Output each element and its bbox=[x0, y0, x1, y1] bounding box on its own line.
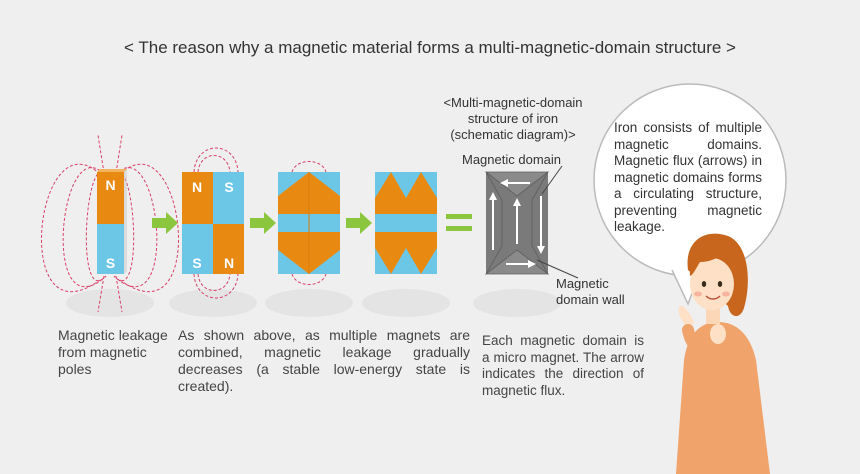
caption-single-magnet: Magnetic leakage from magnetic poles bbox=[58, 327, 168, 377]
floor-shadow bbox=[473, 289, 561, 317]
field-lines-closure bbox=[291, 161, 327, 285]
field-lines-single-magnet bbox=[41, 134, 179, 313]
pole-label-north: N bbox=[192, 179, 202, 195]
iron-domain-schematic bbox=[484, 171, 550, 275]
closure-domain-block bbox=[278, 172, 340, 274]
inset-title-line: (schematic diagram)> bbox=[450, 127, 576, 142]
pole-label-south: S bbox=[106, 255, 115, 271]
multi-domain-block bbox=[375, 172, 437, 274]
label-magnetic-domain: Magnetic domain bbox=[462, 152, 561, 167]
label-domain-wall-line: Magnetic bbox=[556, 276, 609, 291]
label-domain-wall-line: domain wall bbox=[556, 292, 625, 307]
process-arrow-icon bbox=[346, 212, 372, 234]
floor-shadow bbox=[265, 289, 353, 317]
single-bar-magnet: N S bbox=[97, 169, 127, 274]
inset-title-line: <Multi-magnetic-domain bbox=[443, 95, 583, 110]
field-lines-combined-magnets bbox=[193, 147, 239, 299]
process-arrow-icon bbox=[152, 212, 178, 234]
pointer-line-wall bbox=[536, 259, 579, 279]
inset-title: <Multi-magnetic-domain structure of iron… bbox=[418, 95, 608, 143]
pole-label-south: S bbox=[224, 179, 233, 195]
pole-label-north: N bbox=[224, 255, 234, 271]
woman-illustration bbox=[676, 233, 770, 474]
floor-shadow bbox=[169, 289, 257, 317]
speech-bubble-text: Iron consists of multiple magnetic domai… bbox=[614, 120, 762, 234]
pole-label-north: N bbox=[105, 177, 115, 193]
inset-title-line: structure of iron bbox=[467, 111, 559, 126]
floor-shadow bbox=[66, 289, 154, 317]
floor-shadow bbox=[362, 289, 450, 317]
pole-label-south: S bbox=[192, 255, 201, 271]
caption-magnetic-domain: Each magnetic domain is a micro magnet. … bbox=[482, 333, 644, 398]
label-domain-wall: Magnetic domain wall bbox=[556, 276, 666, 308]
combined-magnets-pair: N S S N bbox=[182, 172, 244, 274]
process-arrow-icon bbox=[250, 212, 276, 234]
equals-icon bbox=[446, 214, 472, 231]
caption-combined-magnets: As shown above, as multiple magnets are … bbox=[178, 327, 470, 394]
page-title: < The reason why a magnetic material for… bbox=[124, 38, 736, 57]
pointer-line-domain bbox=[541, 165, 563, 195]
